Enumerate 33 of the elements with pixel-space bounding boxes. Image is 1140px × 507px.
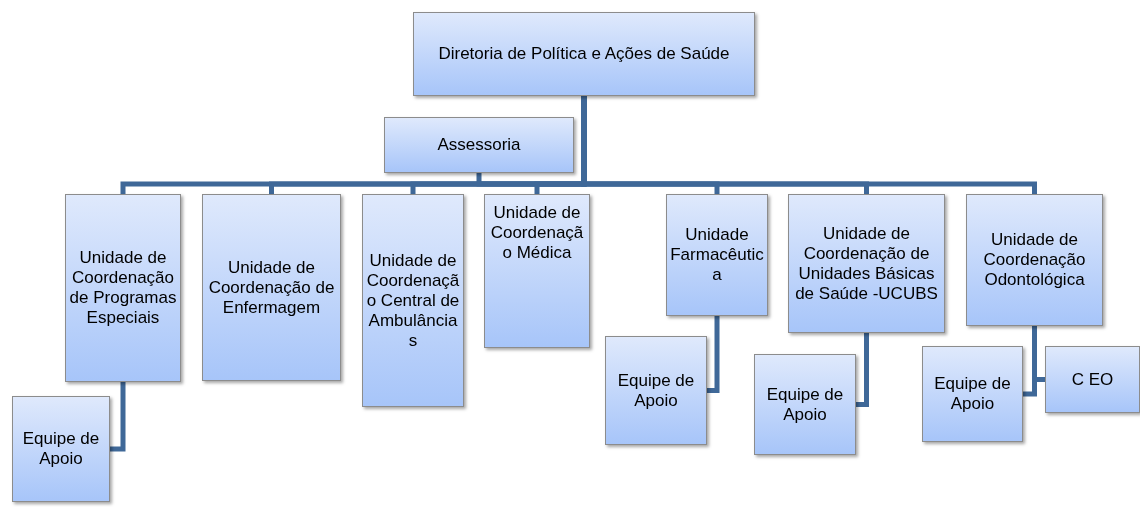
org-box xyxy=(966,194,1103,326)
box-label: Equipe de Apoio xyxy=(933,374,1012,414)
org-box xyxy=(1045,346,1140,413)
box-label: Equipe de Apoio xyxy=(616,370,696,411)
connector-line xyxy=(581,96,1037,194)
connector-line xyxy=(1032,326,1045,382)
org-box xyxy=(12,396,110,502)
box-label: C EO xyxy=(1071,369,1114,390)
org-box xyxy=(384,117,574,173)
org-box xyxy=(484,194,590,348)
box-label: Unidade de Coordenação de Programas Especiais xyxy=(68,248,178,328)
org-box xyxy=(202,194,341,381)
org-box xyxy=(922,346,1023,442)
connector-line xyxy=(110,382,126,452)
box-label: Equipe de Apoio xyxy=(765,384,845,425)
org-box xyxy=(65,194,181,382)
org-box xyxy=(788,194,945,333)
org-box xyxy=(605,336,707,445)
org-box xyxy=(666,194,768,316)
box-label: Equipe de Apoio xyxy=(21,429,101,469)
box-label: Unidade Farmacêutica xyxy=(669,225,765,285)
box-label: Unidade de Coordenação Odontológica xyxy=(982,230,1087,290)
connector-line xyxy=(707,316,720,393)
box-label: Assessoria xyxy=(437,135,521,155)
box-label: Unidade de Coordenação Médica xyxy=(489,203,585,263)
org-box xyxy=(754,354,856,455)
box-label: Unidade de Coordenação de Enfermagem xyxy=(207,257,336,318)
connector-line xyxy=(856,333,869,407)
box-label: Diretoria de Política e Ações de Saúde xyxy=(438,44,730,64)
org-box xyxy=(362,194,464,407)
box-label: Unidade de Coordenação de Unidades Básicas de Saúde -UCUBS xyxy=(794,223,939,304)
box-label: Unidade de Coordenação Central de Ambulâncias xyxy=(365,250,461,351)
org-box xyxy=(413,12,755,96)
